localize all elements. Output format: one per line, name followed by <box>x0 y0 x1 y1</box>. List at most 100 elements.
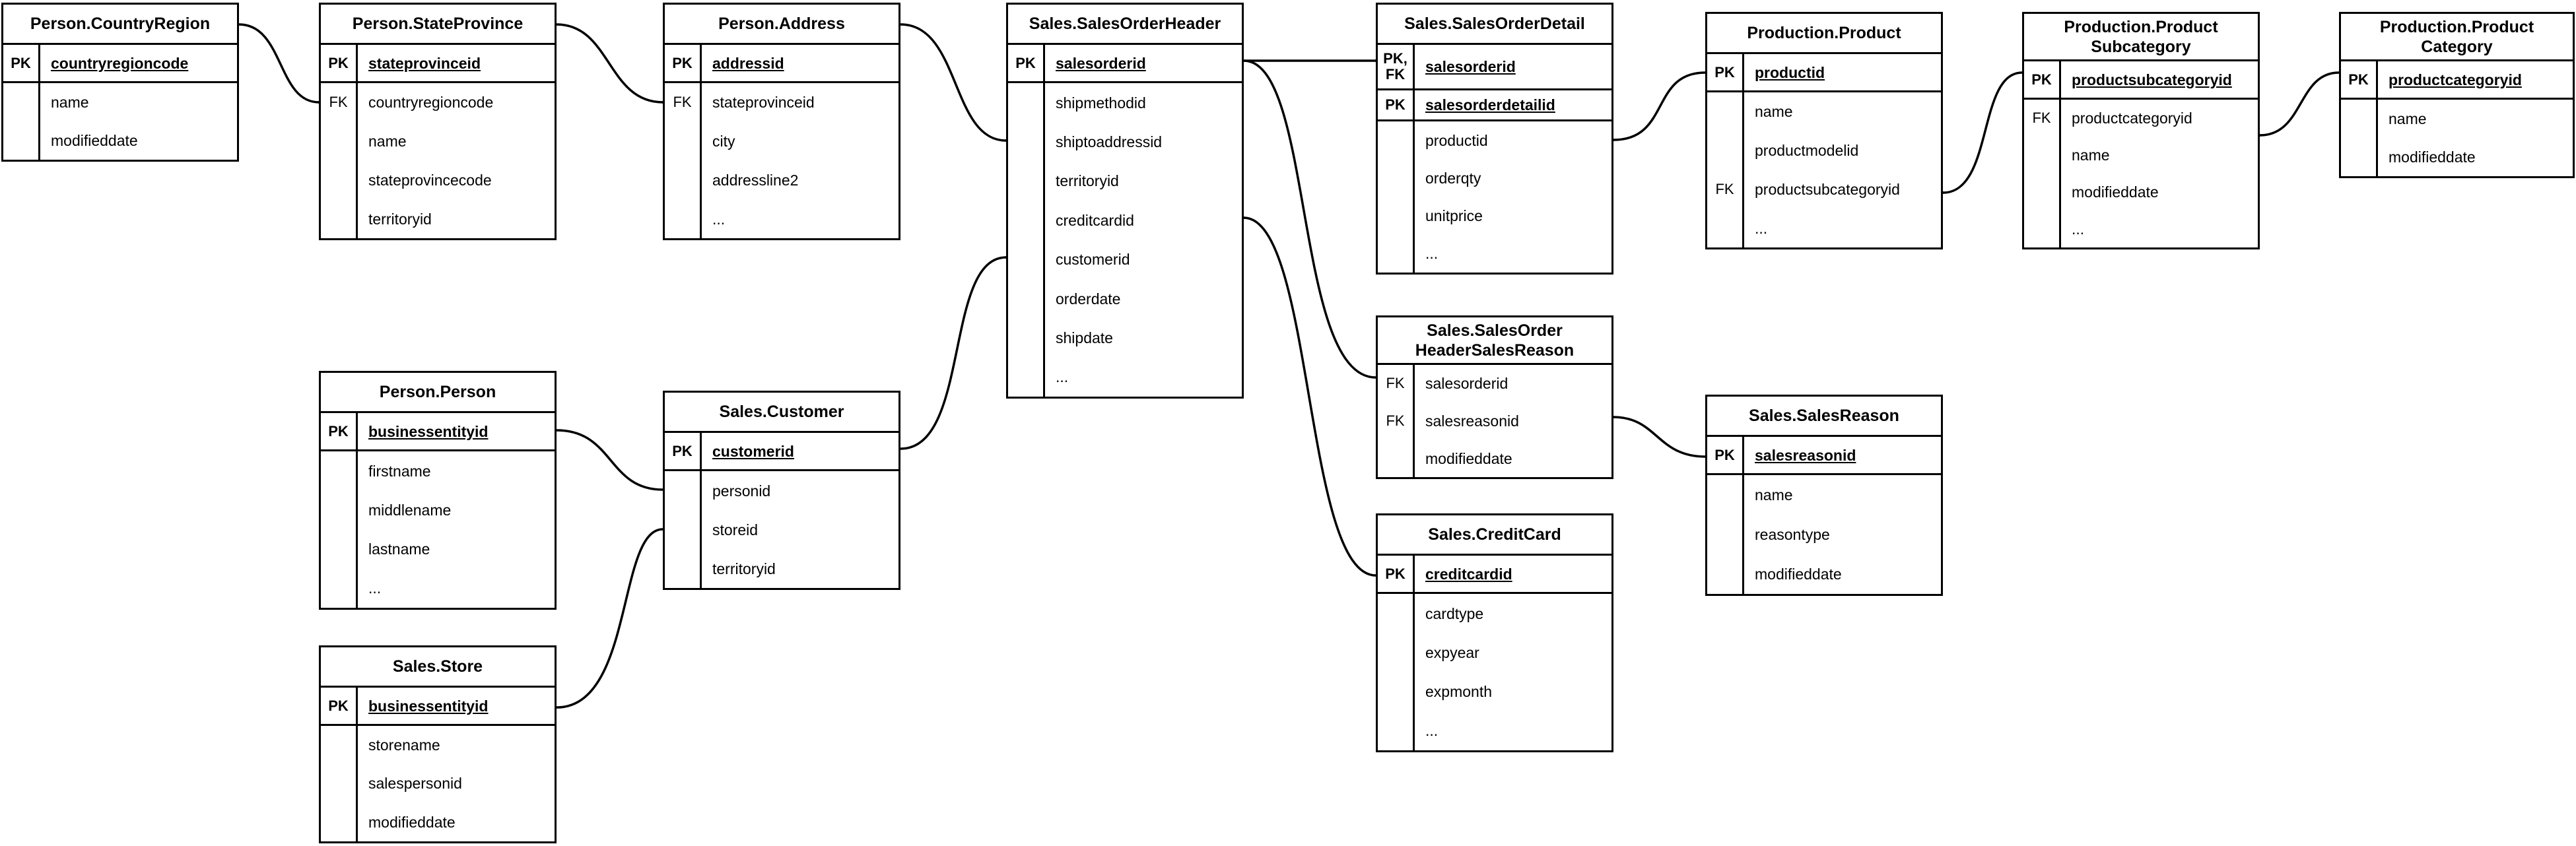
attribute-row[interactable]: shipmethodid <box>1008 83 1242 123</box>
relationship-line[interactable] <box>899 256 1007 450</box>
attribute-row[interactable]: name <box>321 121 555 161</box>
attribute-row[interactable]: lastname <box>321 529 555 569</box>
attribute-row[interactable]: orderdate <box>1008 278 1242 319</box>
relationship-line[interactable] <box>1242 59 1377 379</box>
attribute-row[interactable]: orderqty <box>1378 159 1611 197</box>
attribute-row[interactable]: customerid <box>1008 240 1242 279</box>
attribute-row[interactable]: modifieddate <box>1707 554 1941 594</box>
attribute-row[interactable]: creditcardid <box>1008 201 1242 240</box>
attribute-row[interactable]: salespersonid <box>321 764 555 803</box>
attribute-row[interactable]: name <box>1707 475 1941 515</box>
relationship-salesorderheadersalesreason-to-salesreason[interactable]: sales-salesorderheadersalesreason.salesr… <box>1595 407 1717 467</box>
attribute-row[interactable]: city <box>665 121 898 161</box>
attribute-row[interactable]: name <box>2341 100 2573 138</box>
attribute-row[interactable]: addressline2 <box>665 160 898 200</box>
attribute-row[interactable]: modifieddate <box>3 121 237 160</box>
relationship-line[interactable] <box>2258 71 2340 137</box>
relationship-line[interactable] <box>1242 216 1377 577</box>
relationship-line[interactable] <box>1612 71 1707 141</box>
attribute-row[interactable]: modifieddate <box>2341 138 2573 176</box>
attribute-row[interactable]: cardtype <box>1378 594 1611 634</box>
attribute-row[interactable]: reasontype <box>1707 515 1941 554</box>
attribute-row[interactable]: productmodelid <box>1707 131 1941 170</box>
attribute-row[interactable]: territoryid <box>321 199 555 238</box>
attribute-row[interactable]: productid <box>1378 121 1611 160</box>
attribute-row[interactable]: ... <box>2024 211 2258 247</box>
attribute-row[interactable]: ... <box>1008 357 1242 397</box>
relationship-creditcard-to-salesorderheader[interactable]: sales-creditcard.creditcardid → sales-sa… <box>1225 208 1388 585</box>
attribute-row[interactable]: ... <box>1378 711 1611 750</box>
attribute-row[interactable]: ... <box>1707 209 1941 247</box>
attribute-row[interactable]: ... <box>1378 234 1611 273</box>
relationship-line[interactable] <box>1942 71 2023 194</box>
attribute-row[interactable]: modifieddate <box>321 802 555 841</box>
attribute-row[interactable]: storeid <box>665 510 898 549</box>
attribute-row[interactable]: ... <box>321 568 555 608</box>
attribute-row[interactable]: storename <box>321 726 555 765</box>
attribute-row[interactable]: personid <box>665 471 898 510</box>
relationship-line[interactable] <box>555 23 664 104</box>
relationship-customer-to-salesorderheader[interactable]: sales-customer.customerid → sales-saleso… <box>889 247 1025 459</box>
relationship-address-to-salesorderheader[interactable]: person-address.addressid → sales-salesor… <box>889 15 1025 150</box>
relationship-salesorderheader-to-salesorderheadersalesreason[interactable]: sales-salesorderheader.salesorderid → sa… <box>1232 51 1388 387</box>
attribute-row[interactable]: modifieddate <box>2024 174 2258 211</box>
attribute-row[interactable]: name <box>3 83 237 121</box>
relationship-line[interactable] <box>1612 416 1707 458</box>
attribute-row[interactable]: territoryid <box>665 549 898 588</box>
relationship-line[interactable] <box>899 23 1007 142</box>
relationship-line[interactable] <box>238 23 320 104</box>
relationship-stateprovince-to-address[interactable]: person-stateprovince.stateprovinceid → p… <box>545 15 681 112</box>
attribute-row[interactable]: shipdate <box>1008 318 1242 358</box>
attribute-row[interactable]: shiptoaddressid <box>1008 122 1242 162</box>
attribute-row[interactable]: name <box>1707 92 1941 131</box>
attribute-row[interactable]: expyear <box>1378 633 1611 672</box>
attribute-row[interactable]: firstname <box>321 451 555 491</box>
relationship-line[interactable] <box>555 528 664 709</box>
attribute-row[interactable]: name <box>2024 137 2258 174</box>
attribute-row[interactable]: unitprice <box>1378 197 1611 235</box>
attribute-row[interactable]: territoryid <box>1008 161 1242 201</box>
relationship-salesorderheader-to-salesorderdetail[interactable]: sales-salesorderheader.salesorderid → sa… <box>1232 51 1394 71</box>
relationship-line[interactable] <box>555 429 664 491</box>
attribute-row[interactable]: middlename <box>321 490 555 530</box>
attribute-row[interactable]: modifieddate <box>1378 439 1611 478</box>
attribute-row[interactable]: stateprovincecode <box>321 160 555 200</box>
attribute-row[interactable]: ... <box>665 199 898 238</box>
relationship-salesorderdetail-to-product[interactable]: sales-salesorderdetail.productid → produ… <box>1595 63 1717 150</box>
attribute-row[interactable]: expmonth <box>1378 672 1611 711</box>
